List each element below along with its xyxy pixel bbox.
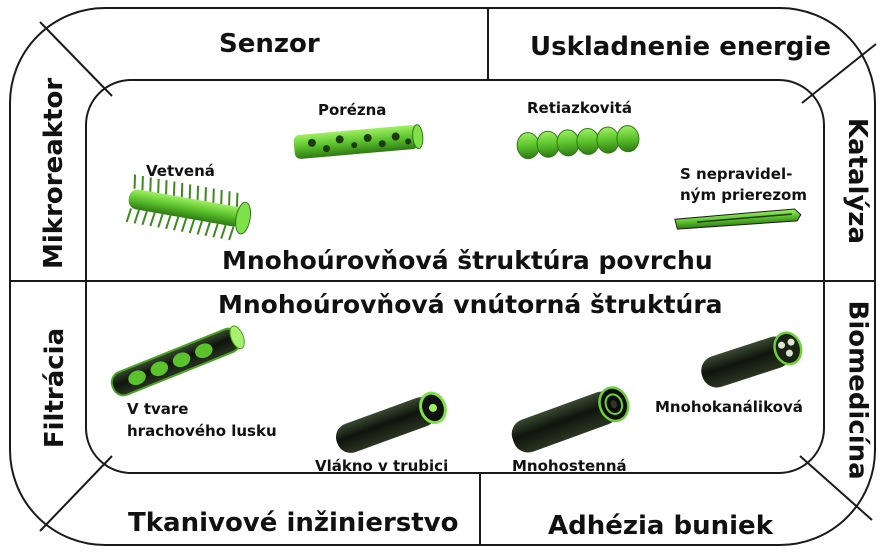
- label-pea-pod-line2: hrachového lusku: [127, 422, 277, 440]
- label-irregular-line2: ným prierezom: [680, 186, 807, 204]
- label-branched: Vetvená: [146, 162, 215, 180]
- surface-structure-title: Mnohoúrovňová štruktúra povrchu: [222, 246, 713, 275]
- label-biomedicine: Biomedicína: [842, 300, 873, 480]
- label-cell-adhesion: Adhézia buniek: [548, 511, 773, 541]
- label-wire-in-tube: Vlákno v trubici: [315, 457, 449, 475]
- chain-fiber-image: [516, 125, 640, 160]
- label-multichannel: Mnohokanáliková: [655, 398, 803, 416]
- branched-fiber-image: [125, 174, 252, 241]
- label-pea-pod-line1: V tvare: [127, 400, 189, 418]
- label-irregular-line1: S nepravidel-: [680, 165, 793, 183]
- label-microreactor: Mikroreaktor: [39, 77, 69, 269]
- label-catalysis: Katalýza: [842, 117, 872, 245]
- multiwall-fiber-image: [511, 386, 630, 453]
- corner-line-tr: [801, 43, 877, 104]
- label-porous: Porézna: [318, 101, 387, 119]
- pea-pod-fiber-image: [110, 325, 245, 397]
- inner-frame: [85, 79, 825, 474]
- label-multiwall: Mnohostenná: [512, 457, 627, 475]
- porous-fiber-image: [293, 124, 424, 159]
- label-tissue-engineering: Tkanivové inžinierstvo: [128, 508, 459, 538]
- corner-line-br: [799, 455, 873, 521]
- multichannel-fiber-image: [701, 331, 803, 388]
- label-sensor: Senzor: [219, 29, 320, 59]
- label-chain: Retiazkovitá: [527, 99, 632, 117]
- outer-frame: [9, 7, 876, 546]
- internal-structure-title: Mnohoúrovňová vnútorná štruktúra: [218, 290, 723, 319]
- irregular-fiber-image: [674, 208, 802, 230]
- label-filtration: Filtrácia: [40, 327, 70, 449]
- wire-in-tube-fiber-image: [335, 391, 447, 453]
- corner-line-tl: [39, 21, 113, 97]
- corner-line-bl: [39, 455, 113, 532]
- label-energy-storage: Uskladnenie energie: [530, 32, 831, 62]
